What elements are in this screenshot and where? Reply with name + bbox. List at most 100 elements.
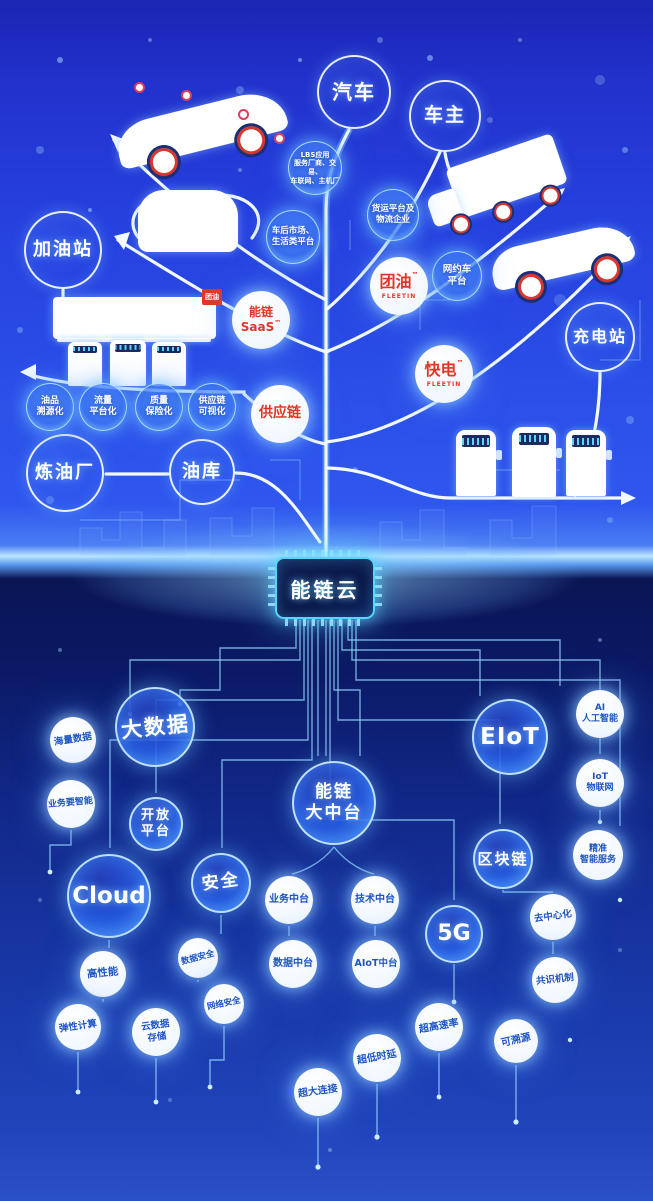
circle-open-platform: 开放 平台 xyxy=(129,797,183,851)
node-label: 精准 智能服务 xyxy=(579,843,616,865)
node-label: 超大连接 xyxy=(297,1083,339,1100)
node-ultra-high-speed: 超高速率 xyxy=(415,1003,463,1051)
bubble-quality-insurance: 质量 保险化 xyxy=(135,383,183,431)
node-label: 可溯源 xyxy=(500,1031,532,1049)
node-tech-middle-platform: 技术中台 xyxy=(351,876,399,924)
circle-car-owner: 车主 xyxy=(409,80,481,152)
circle-5g: 5G xyxy=(425,905,483,963)
brand-subtitle: FLEETIN xyxy=(381,292,417,300)
circle-label: 炼油厂 xyxy=(35,461,95,483)
arrow-up-left-icon xyxy=(114,232,130,250)
trademark-mark: ™ xyxy=(411,270,419,279)
pump-screen xyxy=(157,345,181,354)
chip-pins xyxy=(268,567,275,609)
bubble-label: 流量 平台化 xyxy=(89,395,117,417)
chip-pins xyxy=(285,619,365,626)
bubble-label: 网约车 平台 xyxy=(442,264,472,287)
fuel-pump xyxy=(110,340,146,386)
bubble-traffic-platformization: 流量 平台化 xyxy=(79,383,127,431)
node-ultra-low-latency: 超低时延 xyxy=(353,1034,401,1082)
bubble-label: 货运平台及 物流企业 xyxy=(371,204,415,225)
node-label: 去中心化 xyxy=(533,908,573,925)
node-decentralization: 去中心化 xyxy=(530,894,576,940)
bubble-oil-traceability: 油品 溯源化 xyxy=(26,383,74,431)
node-cloud-data-storage: 云数据 存储 xyxy=(132,1008,180,1056)
circle-label: 开放 平台 xyxy=(140,807,171,839)
node-label: 业务要智能 xyxy=(48,796,94,811)
bubble-label: LBS应用 服务厂商、交易、 车联网、主机厂 xyxy=(290,150,340,185)
fuel-pump xyxy=(152,342,186,386)
car-body xyxy=(112,85,290,171)
bubble-label: 质量 保险化 xyxy=(145,395,173,417)
arrow-left-icon xyxy=(20,364,36,380)
circle-blockchain: 区块链 xyxy=(473,829,533,889)
node-elastic-computing: 弹性计算 xyxy=(55,1004,101,1050)
bubble-label: 车后市场、 生活类平台 xyxy=(271,226,315,247)
location-pin-icon xyxy=(274,133,285,144)
node-data-security: 数据安全 xyxy=(178,938,218,978)
node-smarter-business: 业务要智能 xyxy=(47,780,95,828)
circle-security: 安全 xyxy=(191,853,251,913)
gas-station-billboard: 团油 xyxy=(53,289,222,339)
location-pin-icon xyxy=(238,109,249,120)
brand-label: 能链SaaS™ xyxy=(240,305,282,334)
chip-pins xyxy=(375,567,382,609)
ev-charger xyxy=(512,427,562,497)
node-massive-data: 海量数据 xyxy=(50,717,96,763)
node-ai-artificial-intelligence: AI 人工智能 xyxy=(576,690,624,738)
node-network-security: 网络安全 xyxy=(204,984,244,1024)
circle-label: EIoT xyxy=(480,723,540,750)
charger-screen xyxy=(572,435,600,448)
badge-supply-chain: 供应链 xyxy=(251,385,309,443)
circle-label: 汽车 xyxy=(332,79,376,104)
trademark-mark: ™ xyxy=(274,319,282,327)
circle-label: 车主 xyxy=(423,104,466,127)
node-aiot-middle-platform: AIoT中台 xyxy=(352,940,400,988)
node-label: AIoT中台 xyxy=(354,958,398,970)
node-label: 共识机制 xyxy=(535,972,575,988)
circle-label: 能链 大中台 xyxy=(305,781,363,823)
bubble-ride-hailing-platform: 网约车 平台 xyxy=(432,251,482,301)
badge-nenglian-saas: 能链SaaS™ xyxy=(232,291,290,349)
car-body xyxy=(138,190,238,252)
node-business-middle-platform: 业务中台 xyxy=(265,876,313,924)
ev-charger xyxy=(566,430,612,496)
plug-icon xyxy=(496,449,502,460)
node-iot: IoT 物联网 xyxy=(576,759,624,807)
bubble-freight-logistics: 货运平台及 物流企业 xyxy=(367,189,419,241)
node-precise-smart-service: 精准 智能服务 xyxy=(573,830,623,880)
circle-charging-station: 充电站 xyxy=(565,302,635,372)
chip-pins xyxy=(285,550,365,557)
node-label: 海量数据 xyxy=(53,731,93,748)
fuel-pump xyxy=(68,342,102,386)
bubble-aftermarket-platform: 车后市场、 生活类平台 xyxy=(266,210,320,264)
charger-screen xyxy=(518,432,550,446)
circle-oil-depot: 油库 xyxy=(169,439,235,505)
node-label: 超低时延 xyxy=(356,1048,398,1067)
car-body xyxy=(487,220,637,292)
bubble-supply-chain-visibility: 供应链 可视化 xyxy=(188,383,236,431)
node-traceable: 可溯源 xyxy=(494,1019,538,1063)
plug-icon xyxy=(556,448,562,458)
logo-collage-car-sedan xyxy=(106,75,299,190)
circle-gas-station: 加油站 xyxy=(24,211,102,289)
brand-label: 供应链 xyxy=(259,405,301,422)
chip-nenglian-cloud: 能链云 xyxy=(268,550,382,626)
circle-refinery: 炼油厂 xyxy=(26,434,104,512)
circle-label: 大数据 xyxy=(119,711,191,743)
bubble-lbs-applications: LBS应用 服务厂商、交易、 车联网、主机厂 xyxy=(288,141,342,195)
plug-icon xyxy=(606,449,612,460)
pump-screen xyxy=(115,343,141,352)
chip-label: 能链云 xyxy=(290,577,360,602)
node-label: 网络安全 xyxy=(206,995,242,1013)
circle-middle-platform: 能链 大中台 xyxy=(292,761,376,845)
circle-label: Cloud xyxy=(72,882,146,909)
charger-screen xyxy=(462,435,490,448)
node-label: AI 人工智能 xyxy=(581,702,618,724)
bubble-label: 油品 溯源化 xyxy=(36,395,64,417)
circle-label: 加油站 xyxy=(33,238,93,260)
